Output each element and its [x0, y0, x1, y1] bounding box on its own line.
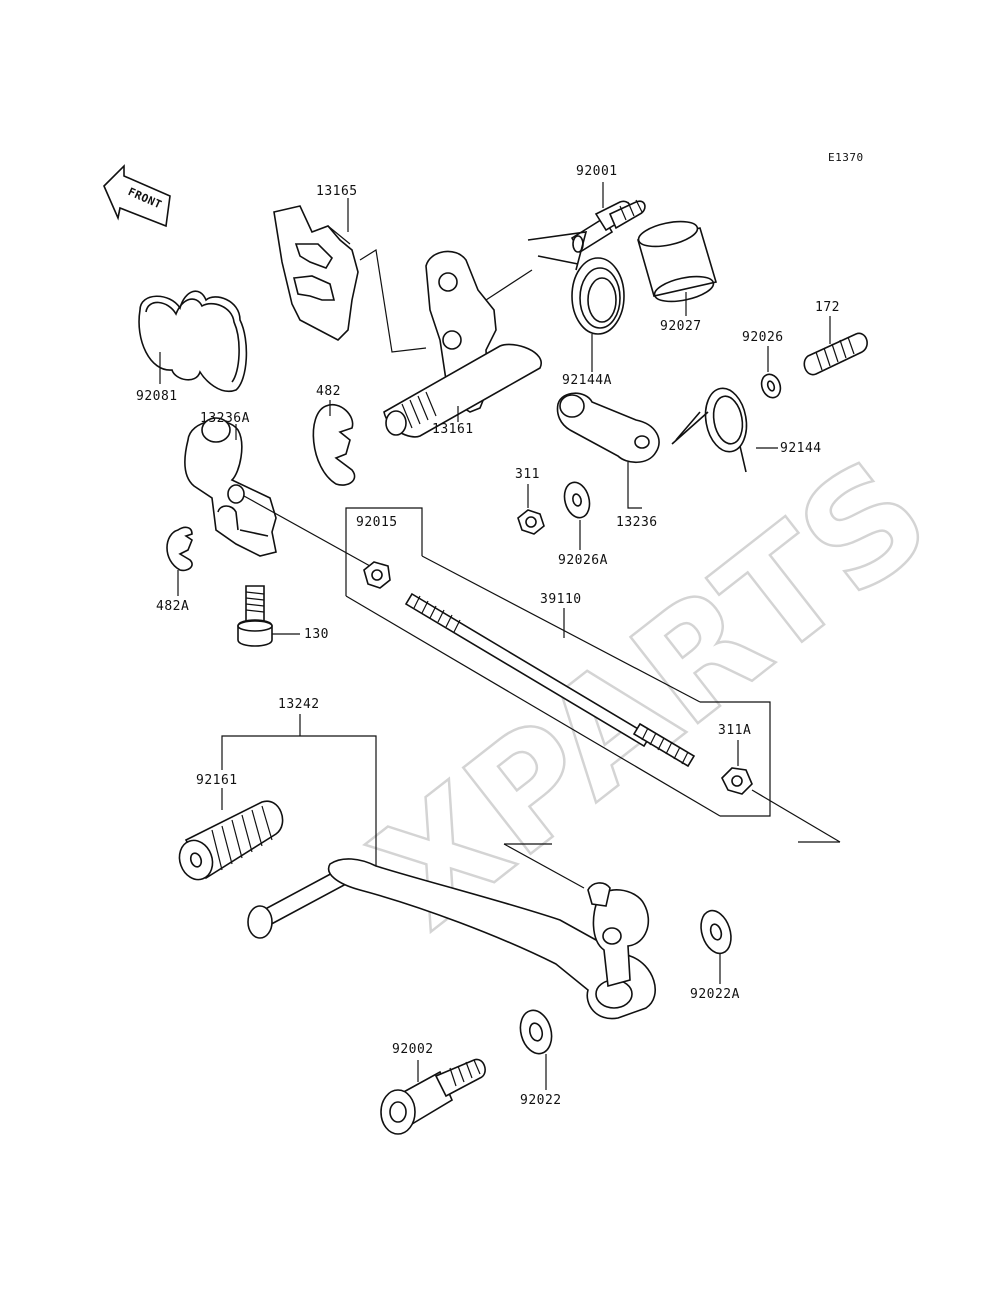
label-92001: 92001 [576, 164, 618, 179]
part-482A-circlip [166, 526, 193, 572]
front-arrow-icon: FRONT [103, 164, 171, 228]
part-92144-spring [671, 387, 748, 473]
part-92081-gasket [138, 290, 248, 393]
label-311: 311 [515, 467, 540, 482]
label-92161: 92161 [196, 773, 238, 788]
part-13161-shift-shaft [383, 250, 542, 438]
part-92002-bolt [380, 1058, 486, 1135]
part-482-circlip [312, 403, 356, 486]
part-13236-arm [556, 392, 660, 464]
part-13236A-lever [184, 417, 277, 557]
label-92026: 92026 [742, 330, 784, 345]
label-13161: 13161 [432, 422, 474, 437]
label-13236: 13236 [616, 515, 658, 530]
label-92015: 92015 [356, 515, 398, 530]
part-13242-pedal [247, 858, 656, 1020]
label-92081: 92081 [136, 389, 178, 404]
watermark: XPARTS [344, 426, 961, 961]
label-92144: 92144 [780, 441, 822, 456]
label-92027: 92027 [660, 319, 702, 334]
part-92144A-spring [527, 231, 625, 335]
part-92022-washer [519, 1009, 553, 1055]
part-92001-bolt [570, 199, 646, 254]
part-92015-nut [363, 561, 391, 589]
part-92026A-washer [563, 481, 591, 519]
label-92022A: 92022A [690, 987, 740, 1002]
part-92022A-washer [700, 909, 732, 955]
label-92144A: 92144A [562, 373, 612, 388]
part-39110-tie-rod [404, 592, 696, 768]
label-130: 130 [304, 627, 329, 642]
part-172-stud [803, 332, 868, 376]
part-92161-rubber [178, 800, 284, 881]
label-13242: 13242 [278, 697, 320, 712]
part-311-nut [517, 509, 545, 535]
label-39110: 39110 [540, 592, 582, 607]
part-92027-collar [636, 220, 718, 303]
part-130-bolt [237, 585, 273, 647]
part-13165-plate [273, 205, 359, 341]
label-92002: 92002 [392, 1042, 434, 1057]
part-311A-nut [721, 767, 753, 795]
label-13236A: 13236A [200, 411, 250, 426]
label-311A: 311A [718, 723, 751, 738]
diagram-code: E1370 [828, 151, 864, 164]
label-482A: 482A [156, 599, 189, 614]
part-92026-washer [760, 373, 782, 399]
label-482: 482 [316, 384, 341, 399]
label-92026A: 92026A [558, 553, 608, 568]
label-13165: 13165 [316, 184, 358, 199]
label-172: 172 [815, 300, 840, 315]
label-92022: 92022 [520, 1093, 562, 1108]
